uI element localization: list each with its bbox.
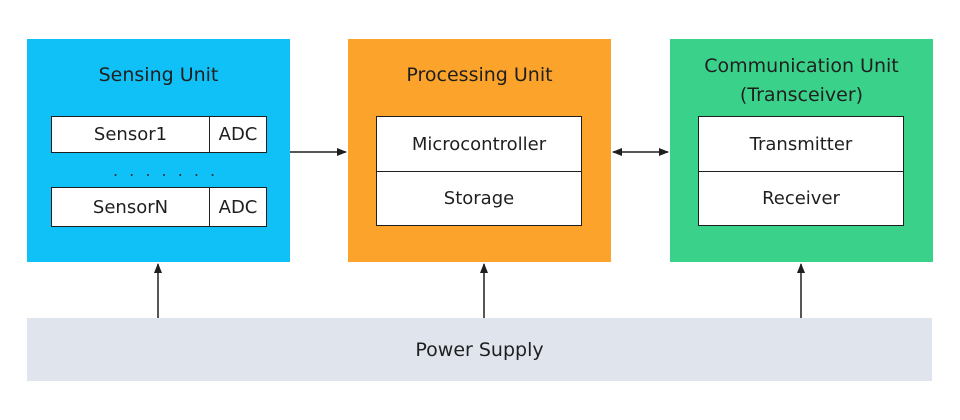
adc-cell-1: ADC [209,116,267,153]
communication-unit-block: Communication Unit (Transceiver) Transmi… [670,39,933,262]
power-supply-bar: Power Supply [27,318,932,381]
adc-cell-n: ADC [209,187,267,227]
transmitter-cell: Transmitter [698,116,904,172]
sensorn-cell: SensorN [51,187,210,227]
sensing-unit-block: Sensing Unit Sensor1 ADC . . . . . . . S… [27,39,290,262]
sensor1-cell: Sensor1 [51,116,210,153]
sensor-ellipsis: . . . . . . . [113,161,219,180]
processing-unit-block: Processing Unit Microcontroller Storage [348,39,611,262]
communication-unit-title-line2: (Transceiver) [739,84,864,106]
processing-unit-title: Processing Unit [406,64,553,86]
communication-unit-title-line1: Communication Unit [704,55,899,77]
storage-cell: Storage [376,171,582,226]
sensing-unit-title: Sensing Unit [98,64,219,86]
receiver-cell: Receiver [698,171,904,226]
